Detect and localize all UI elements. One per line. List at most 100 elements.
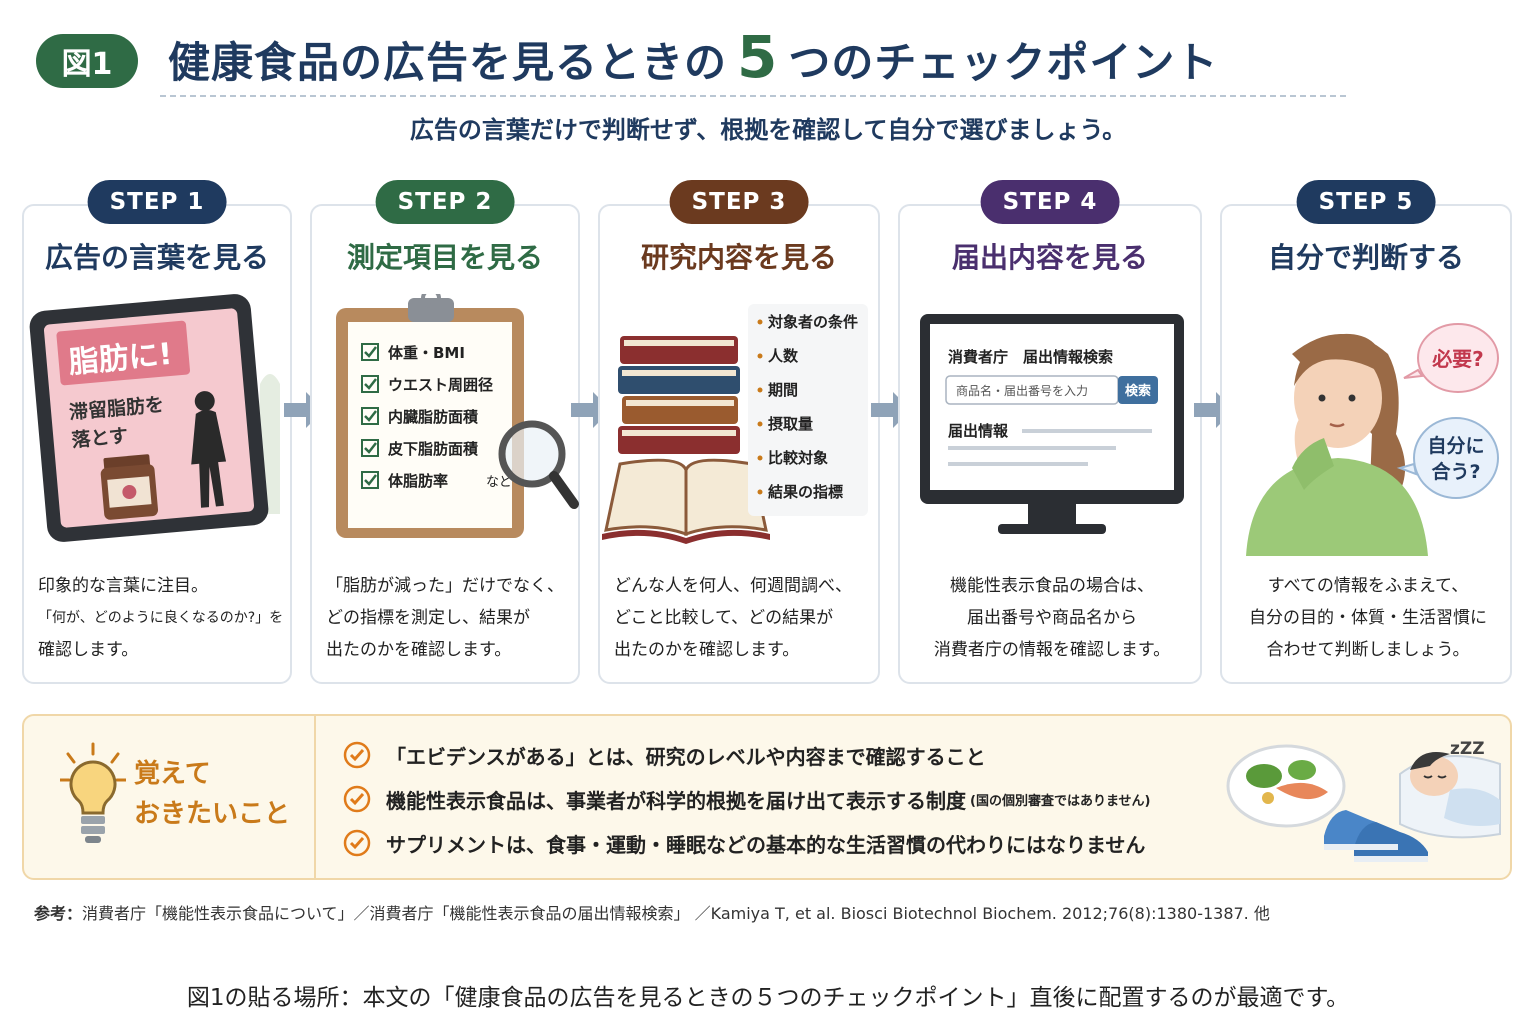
step-4-text-line: 消費者庁の情報を確認します。 xyxy=(933,640,1171,660)
search-button-label: 検索 xyxy=(1125,383,1151,399)
step-1-text-line: 印象的な言葉に注目。 xyxy=(38,576,208,596)
title-after: つのチェックポイント xyxy=(788,38,1219,87)
thinking-person-illustration: 必要? 自分に 合う? xyxy=(1222,294,1510,556)
step-5-description: すべての情報をふまえて、 自分の目的・体質・生活習慣に 合わせて判断しましょう。 xyxy=(1236,570,1500,666)
step-4-badge: STEP 4 xyxy=(980,180,1120,224)
step-4-text-line: 届出番号や商品名から xyxy=(967,608,1137,628)
measure-item: ウエスト周囲径 xyxy=(388,376,493,394)
key-points-header: 覚えて おきたいこと xyxy=(24,716,316,878)
step-3-badge: STEP 3 xyxy=(669,180,809,224)
monitor-illustration: 消費者庁 届出情報検索 商品名・届出番号を入力 検索 届出情報 xyxy=(900,294,1200,556)
step-3-text-line: 出たのかを確認します。 xyxy=(614,640,800,660)
search-placeholder: 商品名・届出番号を入力 xyxy=(956,383,1088,398)
step-1-card: STEP 1 広告の言葉を見る 脂肪に! 滞留脂肪を 落とす 印象的な言葉に注目… xyxy=(22,180,292,684)
lifestyle-illustration: zZZ xyxy=(1226,739,1501,862)
sleep-mark: zZZ xyxy=(1450,739,1485,759)
reference-text: 消費者庁「機能性表示食品について」／消費者庁「機能性表示食品の届出情報検索」 ／… xyxy=(82,904,1270,923)
step-2-card: STEP 2 測定項目を見る 体重・BMI ウエスト周囲径 内臓脂肪面積 皮下脂… xyxy=(310,180,580,684)
step-2-title: 測定項目を見る xyxy=(346,241,543,274)
key-points-box: 覚えて おきたいこと 「エビデンスがある」とは、研究のレベルや内容まで確認するこ… xyxy=(22,714,1512,880)
silhouette-icon xyxy=(191,391,227,508)
key-point-text: 機能性表示食品は、事業者が科学的根拠を届け出て表示する制度 xyxy=(386,788,966,813)
title-underline xyxy=(160,95,1346,97)
step-2-description: 「脂肪が減った」だけでなく、 どの指標を測定し、結果が 出たのかを確認します。 xyxy=(326,570,568,666)
step-1-description: 印象的な言葉に注目。 「何が、どのように良くなるのか?」を 確認します。 xyxy=(38,570,284,666)
subtitle: 広告の言葉だけで判断せず、根拠を確認して自分で選びましょう。 xyxy=(409,116,1127,144)
step-3-description: どんな人を何人、何週間調べ、 どこと比較して、どの結果が 出たのかを確認します。 xyxy=(614,570,868,666)
food-plate-icon xyxy=(1226,744,1346,828)
key-points-title-line: 覚えて xyxy=(134,759,211,789)
title-before: 健康食品の広告を見るときの xyxy=(168,38,728,87)
title-number: 5 xyxy=(737,23,779,91)
step-3-text-line: どこと比較して、どの結果が xyxy=(614,608,834,628)
reference-label: 参考： xyxy=(34,904,83,923)
research-item: 人数 xyxy=(768,347,799,365)
tablet-ad-illustration: 脂肪に! 滞留脂肪を 落とす xyxy=(24,294,290,556)
measure-etc: など xyxy=(486,475,512,490)
thinking-woman-icon xyxy=(1246,333,1428,556)
step-5-text-line: 自分の目的・体質・生活習慣に xyxy=(1249,608,1487,628)
sleeping-person-icon xyxy=(1399,752,1501,839)
placement-note: 図1の貼る場所：本文の「健康食品の広告を見るときの５つのチェックポイント」直後に… xyxy=(186,985,1350,1011)
key-point-item: 「エビデンスがある」とは、研究のレベルや内容まで確認すること xyxy=(342,738,986,772)
open-book-icon xyxy=(602,458,770,544)
book-stack-icon xyxy=(618,336,740,454)
books-illustration: 対象者の条件 人数 期間 摂取量 比較対象 結果の指標 xyxy=(600,294,878,556)
step-4-card: STEP 4 届出内容を見る 消費者庁 届出情報検索 商品名・届出番号を入力 検… xyxy=(898,180,1202,684)
magnifier-icon xyxy=(498,420,579,509)
key-point-note: (国の個別審査ではありません) xyxy=(970,793,1151,809)
supplement-bottle-icon xyxy=(100,454,159,520)
measure-item: 内臓脂肪面積 xyxy=(388,408,479,426)
screen-title: 消費者庁 届出情報検索 xyxy=(948,348,1113,366)
key-point-item: サプリメントは、食事・運動・睡眠などの基本的な生活習慣の代わりにはなりません xyxy=(342,826,1145,860)
key-points-title-line: おきたいこと xyxy=(134,799,291,829)
step-1-text-line: 確認します。 xyxy=(38,640,139,660)
step-5-badge: STEP 5 xyxy=(1296,180,1436,224)
check-circle-icon xyxy=(343,741,371,769)
step-1-title: 広告の言葉を見る xyxy=(44,241,269,274)
step-4-text-line: 機能性表示食品の場合は、 xyxy=(950,576,1154,596)
figure-badge: 図1 xyxy=(36,34,138,88)
key-point-text: 「エビデンスがある」とは、研究のレベルや内容まで確認すること xyxy=(386,744,986,769)
step-1-text-line: 「何が、どのように良くなるのか?」を xyxy=(38,610,284,626)
research-item: 結果の指標 xyxy=(768,483,843,501)
speech-bubble: 必要? xyxy=(1403,323,1499,393)
step-3-text-line: どんな人を何人、何週間調べ、 xyxy=(614,576,852,596)
clipboard-illustration: 体重・BMI ウエスト周囲径 内臓脂肪面積 皮下脂肪面積 体脂肪率 など xyxy=(312,288,579,556)
speech-bubble: 自分に 合う? xyxy=(1396,417,1499,499)
step-3-card: STEP 3 研究内容を見る 対象者の条件 人数 xyxy=(598,180,880,684)
step-5-title: 自分で判断する xyxy=(1267,241,1464,274)
step-5-text-line: すべての情報をふまえて、 xyxy=(1267,576,1469,596)
research-item: 対象者の条件 xyxy=(767,313,858,331)
research-item: 摂取量 xyxy=(768,415,813,433)
step-5-card: STEP 5 自分で判断する 必要? 自分に xyxy=(1220,180,1512,684)
step-3-title: 研究内容を見る xyxy=(640,241,837,274)
measure-item: 体脂肪率 xyxy=(388,472,448,490)
step-4-description: 機能性表示食品の場合は、 届出番号や商品名から 消費者庁の情報を確認します。 xyxy=(914,570,1190,666)
sneakers-icon xyxy=(1324,810,1428,862)
step-5-text-line: 合わせて判断しましょう。 xyxy=(1266,640,1470,660)
step-2-text-line: 「脂肪が減った」だけでなく、 xyxy=(326,576,564,596)
step-2-text-line: 出たのかを確認します。 xyxy=(326,640,512,660)
key-point-text: サプリメントは、食事・運動・睡眠などの基本的な生活習慣の代わりにはなりません xyxy=(386,832,1146,857)
ad-copy-line2: 落とす xyxy=(71,424,129,452)
search-button xyxy=(1118,376,1158,404)
step-2-text-line: どの指標を測定し、結果が xyxy=(326,608,530,628)
research-item: 比較対象 xyxy=(768,449,828,467)
key-points-title: 覚えて おきたいこと xyxy=(134,754,290,834)
reference-note: 参考：消費者庁「機能性表示食品について」／消費者庁「機能性表示食品の届出情報検索… xyxy=(34,900,1270,924)
bubble-need: 必要? xyxy=(1431,347,1484,371)
step-4-title: 届出内容を見る xyxy=(951,241,1148,274)
bubble-fit-line2: 合う? xyxy=(1431,460,1480,483)
check-circle-icon xyxy=(343,829,371,857)
measure-item: 皮下脂肪面積 xyxy=(388,440,479,458)
step-2-badge: STEP 2 xyxy=(375,180,515,224)
bubble-fit-line1: 自分に xyxy=(1427,434,1484,457)
lightbulb-icon xyxy=(60,742,126,843)
check-circle-icon xyxy=(343,785,371,813)
step-1-badge: STEP 1 xyxy=(87,180,227,224)
measure-item: 体重・BMI xyxy=(388,344,465,362)
key-point-item: 機能性表示食品は、事業者が科学的根拠を届け出て表示する制度(国の個別審査ではあり… xyxy=(342,782,1151,816)
research-item: 期間 xyxy=(768,381,798,399)
